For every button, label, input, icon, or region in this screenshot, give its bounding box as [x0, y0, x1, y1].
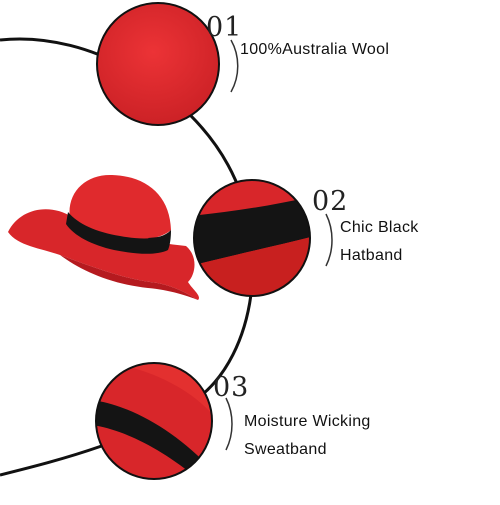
feature-label-1-line1: 100%Australia Wool	[240, 41, 390, 58]
red-floppy-hat	[8, 174, 199, 300]
hat-brim	[8, 209, 199, 300]
feature-label-1: 100%Australia Wool	[240, 36, 389, 64]
hat-brim-shade	[60, 255, 198, 300]
feature-label-3: Moisture Wicking Sweatband	[244, 408, 371, 464]
hat-bow	[148, 236, 170, 251]
feature-number-3: 03	[213, 372, 250, 403]
feature-label-2-line1: Chic Black	[340, 219, 419, 236]
feature-label-2-line2: Hatband	[340, 247, 403, 264]
hat-band	[66, 212, 171, 254]
detail-sweatband-circle	[95, 362, 213, 480]
feature-number-1: 01	[206, 12, 243, 43]
feature-number-2: 02	[312, 186, 349, 217]
number-bracket-3	[225, 397, 233, 451]
number-bracket-1	[230, 39, 239, 93]
feature-label-2: Chic Black Hatband	[340, 214, 419, 270]
hat-crown	[69, 174, 171, 241]
feature-label-3-line2: Sweatband	[244, 441, 327, 458]
detail-hatband-circle	[193, 179, 311, 297]
feature-label-3-line1: Moisture Wicking	[244, 413, 371, 430]
detail-wool-circle	[96, 2, 220, 126]
number-bracket-2	[325, 213, 333, 267]
